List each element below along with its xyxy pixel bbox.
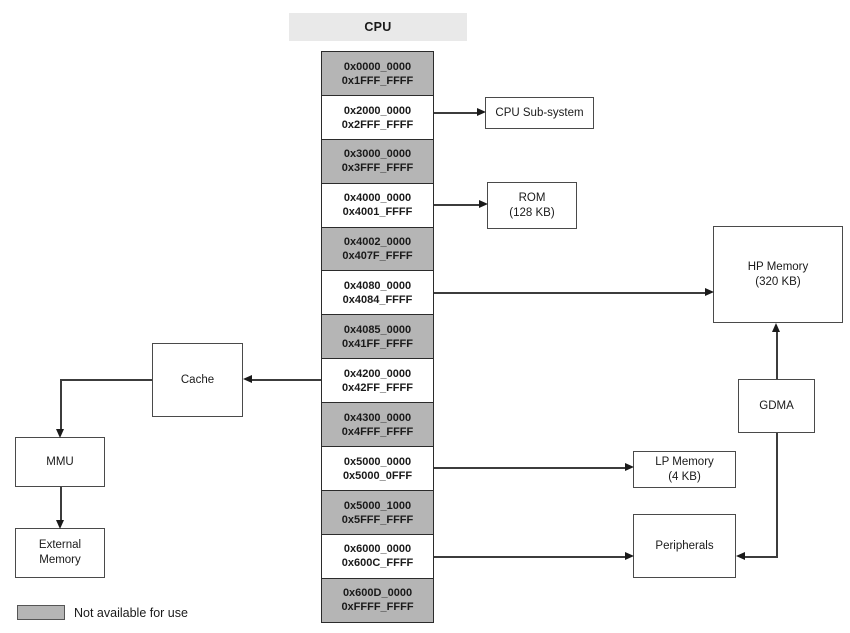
connector-gdma-peripherals-vertical bbox=[776, 433, 778, 557]
external-memory-label: External Memory bbox=[38, 539, 82, 566]
gdma-block: GDMA bbox=[738, 379, 815, 433]
arrowhead-to-cache bbox=[243, 375, 252, 383]
row-end-address: 0x41FF_FFFF bbox=[342, 338, 413, 351]
arrowhead-to-external-memory bbox=[56, 520, 64, 529]
row-start-address: 0x0000_0000 bbox=[343, 60, 412, 73]
arrowhead-to-lp-memory bbox=[625, 463, 634, 471]
row-start-address: 0x4200_0000 bbox=[343, 367, 412, 380]
row-end-address: 0xFFFF_FFFF bbox=[341, 601, 414, 614]
connector-mmu-external bbox=[60, 487, 62, 521]
arrowhead-to-rom bbox=[479, 200, 488, 208]
row-end-address: 0x1FFF_FFFF bbox=[341, 74, 414, 87]
connector-to-cpu-subsystem bbox=[434, 112, 478, 114]
row-start-address: 0x3000_0000 bbox=[343, 148, 412, 161]
mmu-label: MMU bbox=[46, 455, 74, 468]
row-end-address: 0x4FFF_FFFF bbox=[341, 425, 414, 438]
external-memory-block: External Memory bbox=[15, 528, 105, 578]
gdma-label: GDMA bbox=[759, 399, 794, 412]
row-start-address: 0x5000_0000 bbox=[343, 455, 412, 468]
row-start-address: 0x4000_0000 bbox=[343, 192, 412, 205]
connector-gdma-peripherals-horizontal bbox=[744, 556, 778, 558]
cpu-header-label: CPU bbox=[289, 13, 467, 41]
row-start-address: 0x5000_1000 bbox=[343, 499, 412, 512]
lp-memory-block: LP Memory (4 KB) bbox=[633, 451, 736, 488]
arrowhead-to-hp-memory bbox=[705, 288, 714, 296]
arrowhead-gdma-to-hp-memory bbox=[772, 323, 780, 332]
connector-cache-mmu-vertical bbox=[60, 379, 62, 430]
connector-to-lp-memory bbox=[434, 467, 625, 469]
row-end-address: 0x5000_0FFF bbox=[342, 469, 413, 482]
row-start-address: 0x4085_0000 bbox=[343, 324, 412, 337]
peripherals-block: Peripherals bbox=[633, 514, 736, 578]
row-end-address: 0x407F_FFFF bbox=[342, 250, 413, 263]
arrowhead-gdma-to-peripherals bbox=[736, 552, 745, 560]
row-end-address: 0x5FFF_FFFF bbox=[341, 513, 414, 526]
arrowhead-to-cpu-subsystem bbox=[477, 108, 486, 116]
row-end-address: 0x4084_FFFF bbox=[342, 294, 413, 307]
connector-gdma-hp-memory bbox=[776, 331, 778, 379]
connector-cache-mmu-horizontal bbox=[60, 379, 152, 381]
cache-label: Cache bbox=[180, 373, 215, 386]
cpu-subsystem-block: CPU Sub-system bbox=[485, 97, 594, 129]
row-end-address: 0x4001_FFFF bbox=[342, 206, 413, 219]
legend-label: Not available for use bbox=[74, 605, 188, 620]
lp-memory-label: LP Memory (4 KB) bbox=[655, 455, 714, 483]
row-end-address: 0x600C_FFFF bbox=[341, 557, 414, 570]
rom-block: ROM (128 KB) bbox=[487, 182, 577, 229]
cache-block: Cache bbox=[152, 343, 243, 417]
legend-unavailable-swatch bbox=[17, 605, 65, 620]
row-start-address: 0x600D_0000 bbox=[342, 587, 413, 600]
connector-to-hp-memory bbox=[434, 292, 706, 294]
peripherals-label: Peripherals bbox=[655, 539, 714, 552]
hp-memory-block: HP Memory (320 KB) bbox=[713, 226, 843, 323]
connector-to-peripherals bbox=[434, 556, 625, 558]
row-start-address: 0x4002_0000 bbox=[343, 236, 412, 249]
cpu-subsystem-label: CPU Sub-system bbox=[495, 106, 584, 119]
connector-to-rom bbox=[434, 204, 480, 206]
mmu-block: MMU bbox=[15, 437, 105, 487]
row-end-address: 0x3FFF_FFFF bbox=[341, 162, 414, 175]
connector-to-cache bbox=[251, 379, 321, 381]
rom-label: ROM (128 KB) bbox=[509, 191, 555, 219]
row-start-address: 0x6000_0000 bbox=[343, 543, 412, 556]
legend: Not available for use bbox=[17, 605, 188, 620]
hp-memory-label: HP Memory (320 KB) bbox=[747, 260, 809, 288]
row-end-address: 0x42FF_FFFF bbox=[342, 381, 413, 394]
row-start-address: 0x4300_0000 bbox=[343, 411, 412, 424]
arrowhead-to-mmu bbox=[56, 429, 64, 438]
row-start-address: 0x4080_0000 bbox=[343, 280, 412, 293]
arrowhead-to-peripherals bbox=[625, 552, 634, 560]
row-end-address: 0x2FFF_FFFF bbox=[341, 118, 414, 131]
row-start-address: 0x2000_0000 bbox=[343, 104, 412, 117]
